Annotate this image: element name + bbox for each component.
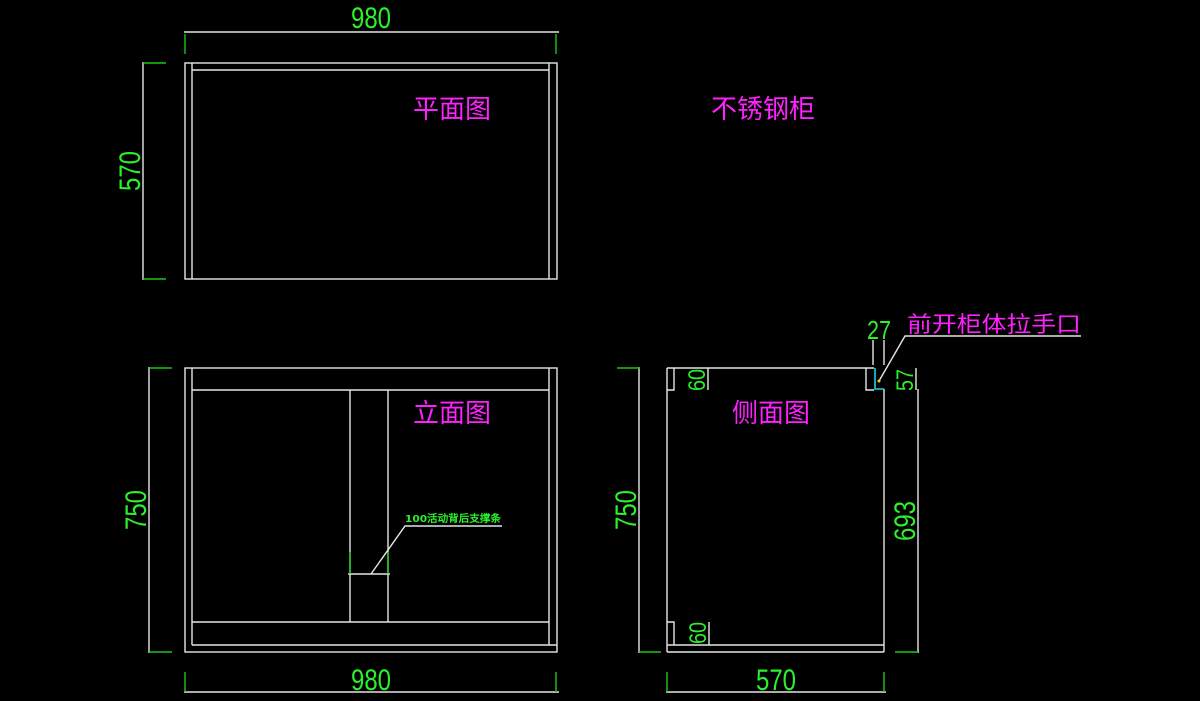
handle-height-dim: 57 bbox=[892, 369, 919, 391]
side-top-rail-dim: 60 bbox=[684, 369, 711, 391]
handle-width-dim: 27 bbox=[867, 315, 891, 345]
handle-note: 前开柜体拉手口 bbox=[907, 313, 1081, 338]
side-inner-height-dim: 693 bbox=[889, 501, 922, 541]
drawing-title: 不锈钢柜 bbox=[711, 95, 815, 125]
front-outer-outline bbox=[184, 367, 558, 653]
handle-leader-dot bbox=[877, 379, 881, 383]
plan-width-dim: 980 bbox=[351, 2, 391, 35]
plan-outer-outline bbox=[184, 62, 558, 280]
support-note: 100活动背后支撑条 bbox=[405, 512, 502, 525]
side-view-label: 侧面图 bbox=[732, 399, 810, 429]
side-bottom-rail-dim: 60 bbox=[685, 622, 712, 644]
plan-view: 980 570 平面图 bbox=[114, 2, 559, 280]
support-note-leader bbox=[370, 525, 502, 575]
plan-depth-dim: 570 bbox=[114, 151, 147, 191]
handle-cutout bbox=[874, 368, 884, 390]
side-top-rail bbox=[667, 368, 675, 391]
front-height-dim: 750 bbox=[120, 490, 153, 530]
side-depth-dim: 570 bbox=[756, 664, 796, 697]
side-height-dim: 750 bbox=[610, 490, 643, 530]
plan-view-label: 平面图 bbox=[413, 95, 491, 125]
handle-note-leader bbox=[878, 335, 1081, 382]
side-bottom-rail bbox=[667, 621, 675, 645]
side-view: 60 60 27 57 前开柜体拉手口 693 750 570 侧面图 bbox=[610, 313, 1081, 697]
front-view-label: 立面图 bbox=[413, 399, 491, 429]
handle-notch-inner bbox=[865, 368, 874, 391]
front-width-dim: 980 bbox=[351, 664, 391, 697]
front-view: 100活动背后支撑条 980 750 立面图 bbox=[120, 367, 559, 697]
